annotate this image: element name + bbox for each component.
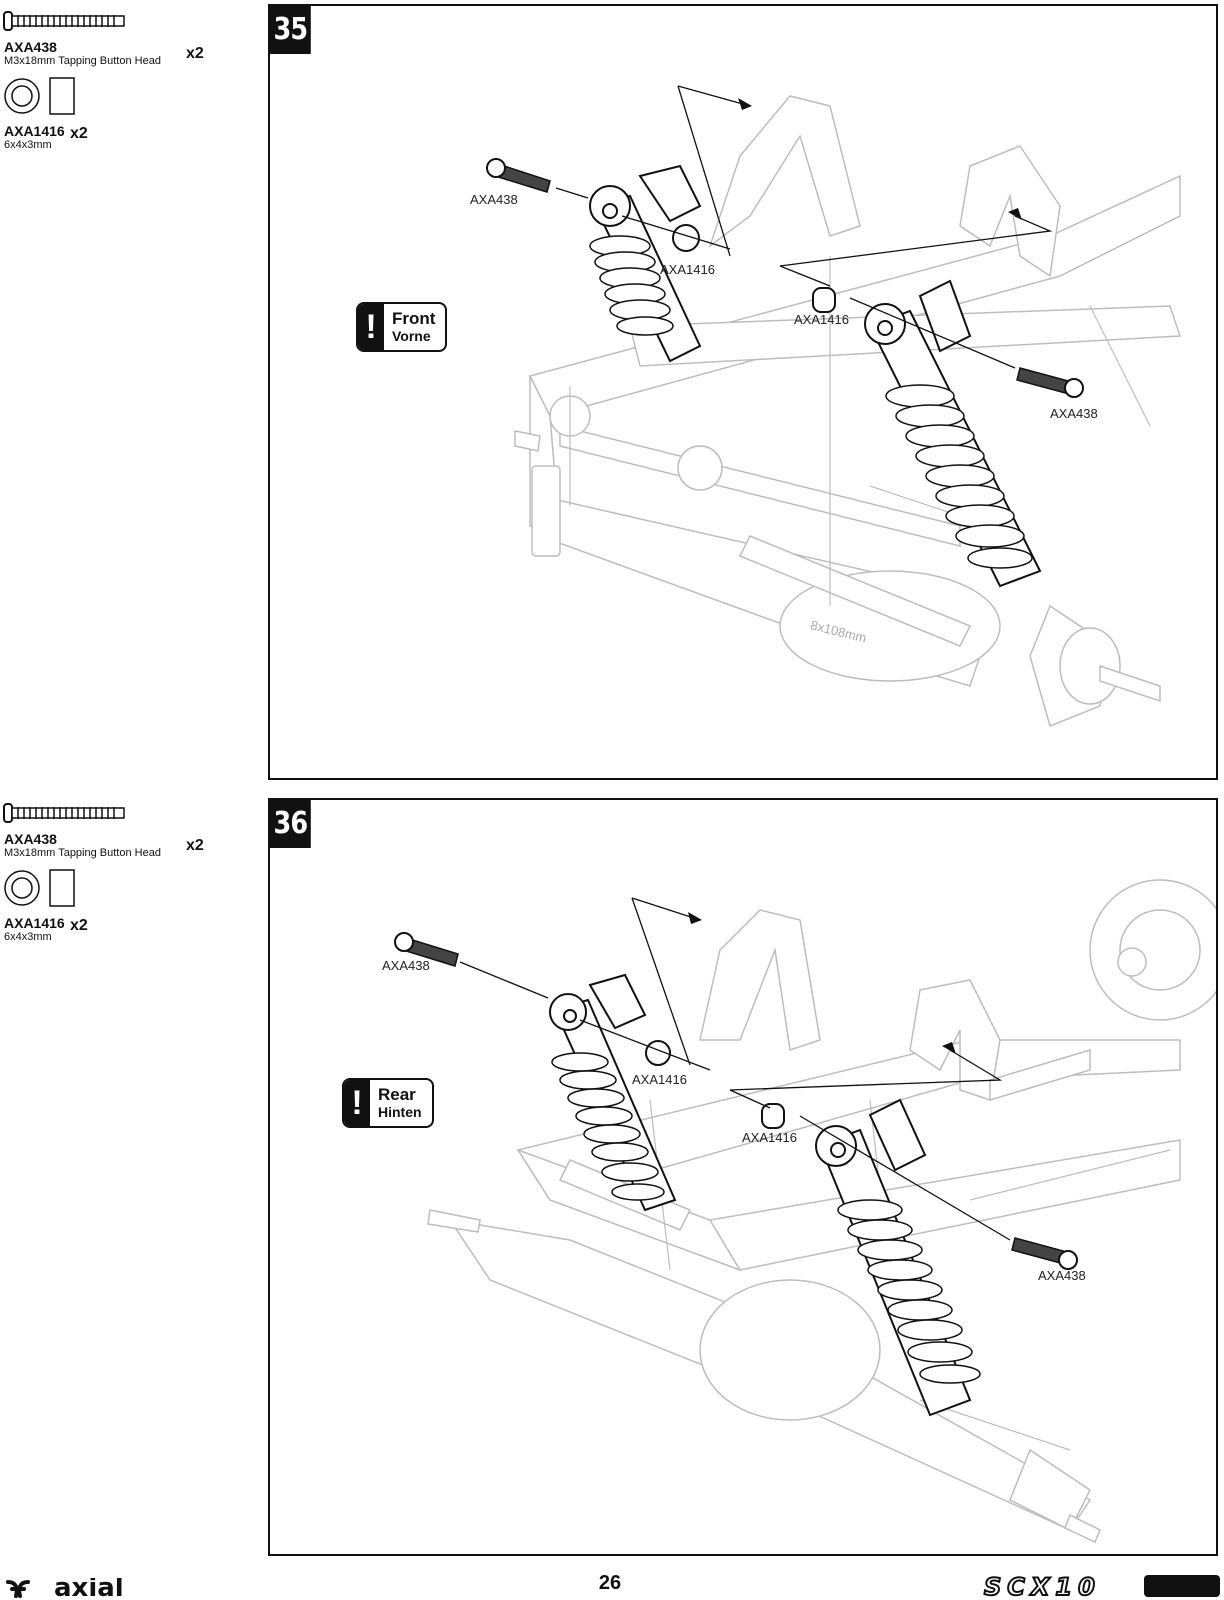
- part-code: AXA1416: [4, 123, 65, 139]
- badge-line2: Vorne: [392, 328, 431, 344]
- part-axa438: AXA438 M3x18mm Tapping Button Head x2: [4, 39, 255, 68]
- rear-chassis-illustration: [394, 879, 1216, 1544]
- callout-spacer: AXA1416: [794, 312, 849, 327]
- orientation-badge: ! Front Vorne: [356, 302, 448, 352]
- part-qty: x2: [186, 837, 204, 854]
- part-axa438: AXA438 M3x18mm Tapping Button Head x2: [4, 831, 255, 860]
- callout-spacer: AXA1416: [660, 262, 715, 277]
- product-text: SCX10: [984, 1575, 1101, 1597]
- part-desc: M3x18mm Tapping Button Head: [4, 55, 161, 67]
- part-axa1416: AXA1416 6x4x3mm x2: [4, 915, 255, 944]
- step-number: 35: [270, 6, 311, 54]
- scx10-logo-icon: SCX10: [983, 1575, 1220, 1597]
- step-number: 36: [270, 800, 311, 848]
- callout-screw: AXA438: [382, 958, 430, 973]
- orientation-badge: ! Rear Hinten: [342, 1078, 434, 1128]
- badge-line1: Front: [392, 309, 436, 328]
- parts-list-step-35: AXA438 M3x18mm Tapping Button Head x2 AX…: [0, 8, 255, 152]
- brand-text: axial: [54, 1578, 124, 1598]
- part-code: AXA438: [4, 831, 57, 847]
- front-chassis-illustration: [486, 85, 1182, 728]
- part-desc: 6x4x3mm: [4, 931, 52, 943]
- callout-screw: AXA438: [1050, 406, 1098, 421]
- badge-line1: Rear: [378, 1085, 416, 1104]
- step-35-panel: 35: [268, 4, 1218, 780]
- part-code: AXA1416: [4, 915, 65, 931]
- part-qty: x2: [70, 917, 88, 934]
- axial-logo-icon: axial: [6, 1578, 124, 1598]
- page-number: 26: [598, 1572, 622, 1594]
- part-axa1416: AXA1416 6x4x3mm x2: [4, 123, 255, 152]
- warning-icon: !: [344, 1080, 370, 1126]
- step-36-panel: 36: [268, 798, 1218, 1556]
- warning-icon: !: [358, 304, 384, 350]
- callout-screw: AXA438: [1038, 1268, 1086, 1283]
- callout-spacer: AXA1416: [742, 1130, 797, 1145]
- spacer-icon: [4, 77, 75, 115]
- parts-list-step-36: AXA438 M3x18mm Tapping Button Head x2 AX…: [0, 800, 255, 944]
- spacer-icon: [4, 869, 75, 907]
- screw-icon: [3, 11, 125, 31]
- part-desc: M3x18mm Tapping Button Head: [4, 847, 161, 859]
- screw-icon: [3, 803, 125, 823]
- callout-screw: AXA438: [470, 192, 518, 207]
- badge-line2: Hinten: [378, 1104, 422, 1120]
- part-qty: x2: [186, 45, 204, 62]
- part-qty: x2: [70, 125, 88, 142]
- callout-spacer: AXA1416: [632, 1072, 687, 1087]
- part-desc: 6x4x3mm: [4, 139, 52, 151]
- part-code: AXA438: [4, 39, 57, 55]
